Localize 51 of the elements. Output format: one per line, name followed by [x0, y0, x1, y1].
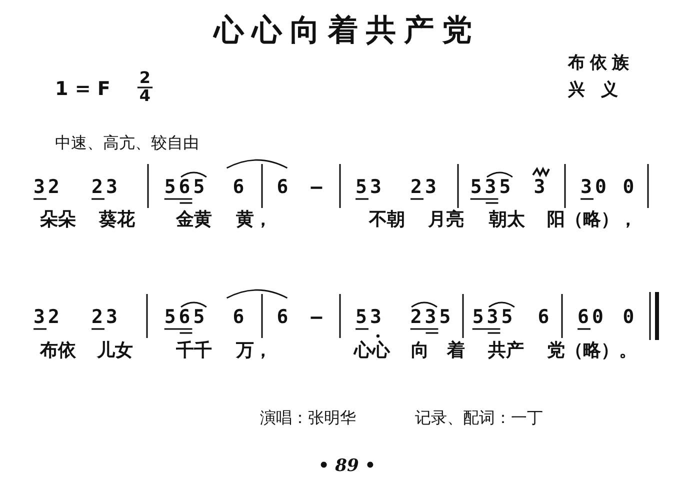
lyric: 阳（略）， — [547, 211, 637, 229]
note-group: 565 — [164, 308, 208, 327]
note-group: 32 — [34, 178, 62, 197]
note-group: 23 — [92, 178, 120, 197]
extension-dash: — — [310, 178, 326, 197]
lyric: 葵花 — [99, 211, 135, 229]
note-group: 535 — [470, 178, 514, 197]
credit-line: 记录、配词：一丁 — [415, 410, 543, 426]
lyric: 朵朵 — [40, 211, 76, 229]
lyric: 心心 — [354, 342, 390, 360]
lyric: 千千 — [176, 342, 212, 360]
lyric: 党（略）。 — [547, 342, 637, 360]
note-group: 23 — [410, 178, 440, 197]
lyric: 着 — [447, 342, 465, 360]
lyric: 不朝 — [369, 211, 405, 229]
time-signature: 2 — [139, 70, 151, 86]
note-group: 3 — [534, 178, 548, 197]
note-group: 60 — [578, 308, 606, 327]
note-group: 0 — [622, 308, 638, 327]
note-group: 6 — [232, 308, 248, 327]
note-group: 565 — [164, 178, 208, 197]
lyric: 金黄 — [176, 211, 212, 229]
note-group: 32 — [34, 308, 62, 327]
key-signature: 1 = F — [55, 80, 110, 99]
title: 心心向着共产党 — [214, 16, 480, 46]
note-group: 6 — [276, 178, 292, 197]
tempo-marking: 中速、高亢、较自由 — [55, 135, 199, 151]
note-group: 6 — [538, 308, 552, 327]
extension-dash: — — [310, 308, 326, 327]
note-group: 53 — [356, 178, 384, 197]
credit-line: 演唱：张明华 — [260, 410, 356, 426]
lyric: 黄， — [236, 211, 272, 229]
lyric: 共产 — [488, 342, 524, 360]
lyric: 向 — [411, 342, 429, 360]
note-group: 30 — [580, 178, 610, 197]
note-group: 6 — [232, 178, 248, 197]
note-group: 235 — [410, 308, 454, 327]
lyric: 万， — [236, 342, 272, 360]
lyric: 布依 — [40, 342, 76, 360]
note-group: 535 — [472, 308, 516, 327]
note-group: 6 — [276, 308, 292, 327]
time-signature: 4 — [139, 88, 151, 104]
lyric: 月亮 — [428, 211, 464, 229]
origin-note: 布依族 — [568, 55, 634, 72]
note-group: 0 — [622, 178, 638, 197]
note-group: 53 — [356, 308, 384, 327]
page-number: • 89 • — [318, 458, 376, 475]
note-group: 23 — [92, 308, 120, 327]
lyric: 儿女 — [97, 342, 133, 360]
origin-note: 兴 义 — [568, 82, 623, 99]
lyric: 朝太 — [489, 211, 525, 229]
